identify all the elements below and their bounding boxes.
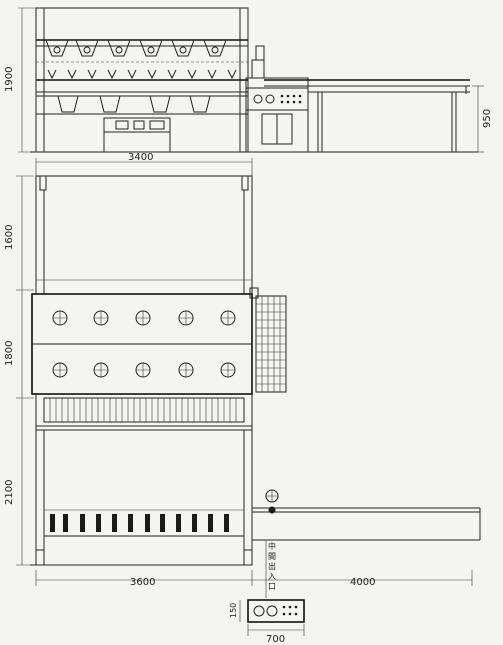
feeder-row (47, 69, 237, 80)
side-elevation-view: 1900 (4, 7, 493, 153)
operator-control-box (247, 599, 305, 623)
take-up-conveyor (252, 507, 481, 541)
head-circles-row-2 (52, 362, 236, 378)
clamp-blocks (44, 514, 244, 537)
dim-plan-upper: 1600 (4, 225, 15, 250)
note-char-4: 入 (268, 572, 276, 581)
dim-panel-height: 150 (229, 603, 238, 618)
mesh-side-panel (249, 287, 287, 393)
head-circles-row-1 (52, 310, 236, 326)
dim-plan-middle: 1800 (4, 341, 15, 366)
dim-bottom-width: 3600 (130, 577, 155, 588)
plan-view: 3400 1600 1800 2100 (4, 152, 481, 645)
dim-table-height: 950 (482, 109, 493, 128)
dim-panel-width: 700 (266, 634, 285, 645)
dim-conveyor-length: 4000 (350, 577, 375, 588)
note-char-1: 中 (268, 541, 276, 551)
note-char-3: 出 (268, 561, 276, 571)
dim-top-width: 3400 (128, 152, 153, 163)
feed-roller-bank (36, 397, 252, 431)
center-entrance-note: 中 間 出 入 口 (268, 541, 276, 591)
note-char-5: 口 (268, 582, 276, 591)
quilting-heads (45, 39, 227, 57)
dim-side-height: 1900 (4, 67, 15, 92)
control-panel-side (253, 94, 302, 104)
dim-plan-lower: 2100 (4, 480, 15, 505)
note-char-2: 間 (268, 552, 276, 561)
